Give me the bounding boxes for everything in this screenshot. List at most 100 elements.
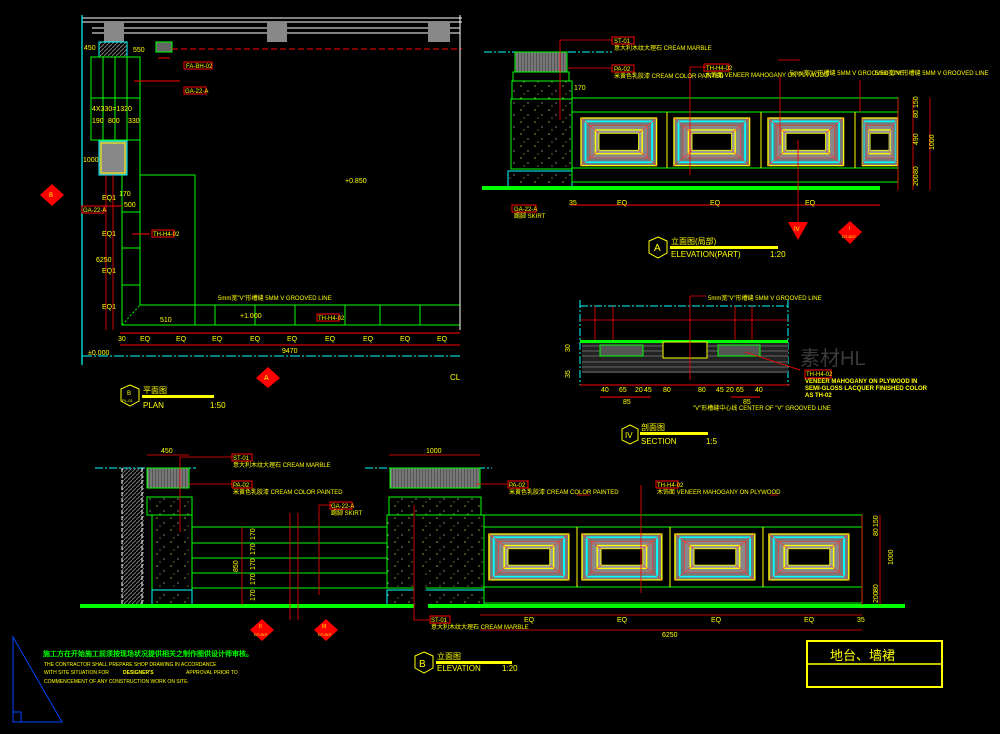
svg-text:木饰面 VENEER MAHOGANY ON PLYWOOD: 木饰面 VENEER MAHOGANY ON PLYWOOD: [705, 71, 829, 79]
svg-text:80: 80: [698, 387, 706, 394]
svg-text:TH-H4-02: TH-H4-02: [153, 232, 180, 238]
svg-text:65: 65: [736, 387, 744, 394]
svg-text:5mm宽"V"形槽缝 5MM V GROOVED LINE: 5mm宽"V"形槽缝 5MM V GROOVED LINE: [218, 294, 332, 302]
section-dims: 40 65 20 45 80 80 45 20 65 40 85 85 30 3…: [565, 344, 763, 406]
svg-text:170: 170: [250, 589, 257, 601]
svg-text:20: 20: [635, 387, 643, 394]
wall-top-band: [483, 514, 863, 528]
svg-text:80: 80: [913, 166, 920, 174]
svg-text:B: B: [419, 659, 426, 670]
svg-text:850: 850: [233, 560, 240, 572]
wall-panel: [581, 533, 663, 581]
rail-dims: 170 170 170 170 170 850: [233, 528, 257, 601]
svg-text:EQ1: EQ1: [102, 195, 116, 202]
svg-text:1000: 1000: [929, 134, 936, 150]
svg-text:APPROVAL PRIOR TO: APPROVAL PRIOR TO: [186, 670, 238, 676]
svg-text:WITH SITE SITUATION FOR: WITH SITE SITUATION FOR: [44, 670, 109, 676]
vertical-dims: 150 80 80 200 1000: [873, 515, 895, 603]
svg-text:5mm宽"V"形槽缝 5MM V GROOVED LINE: 5mm宽"V"形槽缝 5MM V GROOVED LINE: [875, 69, 989, 77]
column-hatch: [98, 41, 128, 58]
svg-text:木饰面 VENEER MAHOGANY ON PLYWOOD: 木饰面 VENEER MAHOGANY ON PLYWOOD: [657, 488, 781, 496]
svg-text:85: 85: [623, 399, 631, 406]
column-block: [104, 22, 124, 42]
dimension-text: 170: [574, 85, 586, 92]
svg-text:40: 40: [755, 387, 763, 394]
wall-panel: [673, 117, 751, 167]
svg-text:ST-01: ST-01: [431, 618, 448, 624]
svg-text:170: 170: [250, 543, 257, 555]
dimension-text: 510: [160, 317, 172, 324]
dimension-text: 9470: [282, 348, 298, 355]
svg-text:IV: IV: [794, 227, 800, 233]
svg-text:170: 170: [250, 528, 257, 540]
svg-text:GA-22-A: GA-22-A: [185, 89, 208, 95]
svg-text:意大利木纹大理石 CREAM MARBLE: 意大利木纹大理石 CREAM MARBLE: [233, 461, 331, 469]
svg-text:65: 65: [619, 387, 627, 394]
svg-text:THE CONTRACTOR SHALL PREPARE S: THE CONTRACTOR SHALL PREPARE SHOP DRAWIN…: [44, 662, 217, 668]
section-marker-a: A: [256, 367, 280, 388]
svg-text:EQ: EQ: [437, 336, 448, 343]
svg-text:80: 80: [913, 110, 920, 118]
wall-panel: [580, 117, 658, 167]
svg-text:DESIGNER'S: DESIGNER'S: [123, 670, 154, 676]
north-triangle-icon: [12, 635, 63, 723]
column-body: [386, 514, 485, 589]
dimension-text: 500: [124, 202, 136, 209]
svg-text:80: 80: [873, 584, 880, 592]
svg-text:35: 35: [857, 617, 865, 624]
groove-line: [666, 112, 856, 168]
svg-text:170: 170: [250, 558, 257, 570]
elevation-b-title: B 立面图 ELEVATION 1:20: [414, 651, 518, 674]
svg-text:EQ: EQ: [400, 336, 411, 343]
svg-text:EQ1: EQ1: [102, 231, 116, 238]
svg-text:490: 490: [913, 133, 920, 145]
wall-panel: [768, 533, 850, 581]
svg-text:III: III: [322, 624, 326, 630]
dimension-text: 330: [128, 118, 140, 125]
dimension-text: 6250: [96, 257, 112, 264]
svg-text:45: 45: [644, 387, 652, 394]
wall-top-band: [571, 97, 899, 113]
elevation-b: 450 1000 170 170 170 170 170 850 EQ EQ E…: [80, 448, 905, 674]
svg-text:踢脚 SKIRT: 踢脚 SKIRT: [331, 509, 363, 517]
dim-line: [105, 175, 114, 330]
dimension-text: 6250: [662, 632, 678, 639]
dimension-text: 450: [161, 448, 173, 455]
vertical-dims: 150 80 490 80 200 1000: [913, 96, 936, 186]
column-block: [428, 22, 450, 42]
column-cap: [389, 467, 481, 489]
svg-text:5mm宽"V"形槽缝 5MM V GROOVED LINE: 5mm宽"V"形槽缝 5MM V GROOVED LINE: [790, 69, 904, 77]
svg-text:200: 200: [913, 174, 920, 186]
dimension-text: 190: [92, 118, 104, 125]
section-material-note: VENEER MAHOGANY ON PLYWOOD IN SEMI-GLOSS…: [805, 379, 928, 399]
column-hatch: [155, 41, 173, 53]
svg-text:TH-H4-02: TH-H4-02: [706, 66, 733, 72]
dimension-text: EQ: [710, 200, 721, 207]
callout-iii: III DT-D07: [314, 619, 338, 641]
column-body: [151, 514, 193, 591]
column-box: [98, 140, 128, 176]
svg-text:40: 40: [601, 387, 609, 394]
svg-text:1:50: 1:50: [210, 401, 226, 410]
svg-text:PA-02: PA-02: [233, 483, 250, 489]
svg-text:意大利木纹大理石 CREAM MARBLE: 意大利木纹大理石 CREAM MARBLE: [431, 623, 529, 631]
section-iv: 40 65 20 45 80 80 45 20 65 40 85 85 30 3…: [565, 294, 833, 446]
dimension-text: 35: [569, 200, 577, 207]
leader-line: [559, 39, 861, 222]
svg-text:1:20: 1:20: [502, 664, 518, 673]
svg-text:GA-22-A: GA-22-A: [331, 504, 354, 510]
svg-text:剖面图: 剖面图: [641, 422, 665, 432]
miter-line: [121, 304, 141, 326]
svg-text:立面图(局部): 立面图(局部): [671, 236, 717, 246]
dimension-text: 800: [108, 118, 120, 125]
svg-text:200: 200: [873, 591, 880, 603]
svg-text:B: B: [49, 193, 53, 199]
dimension-text: 550: [133, 47, 145, 54]
dimension-text: 4X330=1320: [92, 106, 132, 113]
svg-text:EQ1: EQ1: [102, 268, 116, 275]
svg-text:II: II: [259, 624, 262, 630]
svg-text:DT-D07: DT-D07: [318, 632, 333, 637]
svg-text:1:20: 1:20: [770, 250, 786, 259]
